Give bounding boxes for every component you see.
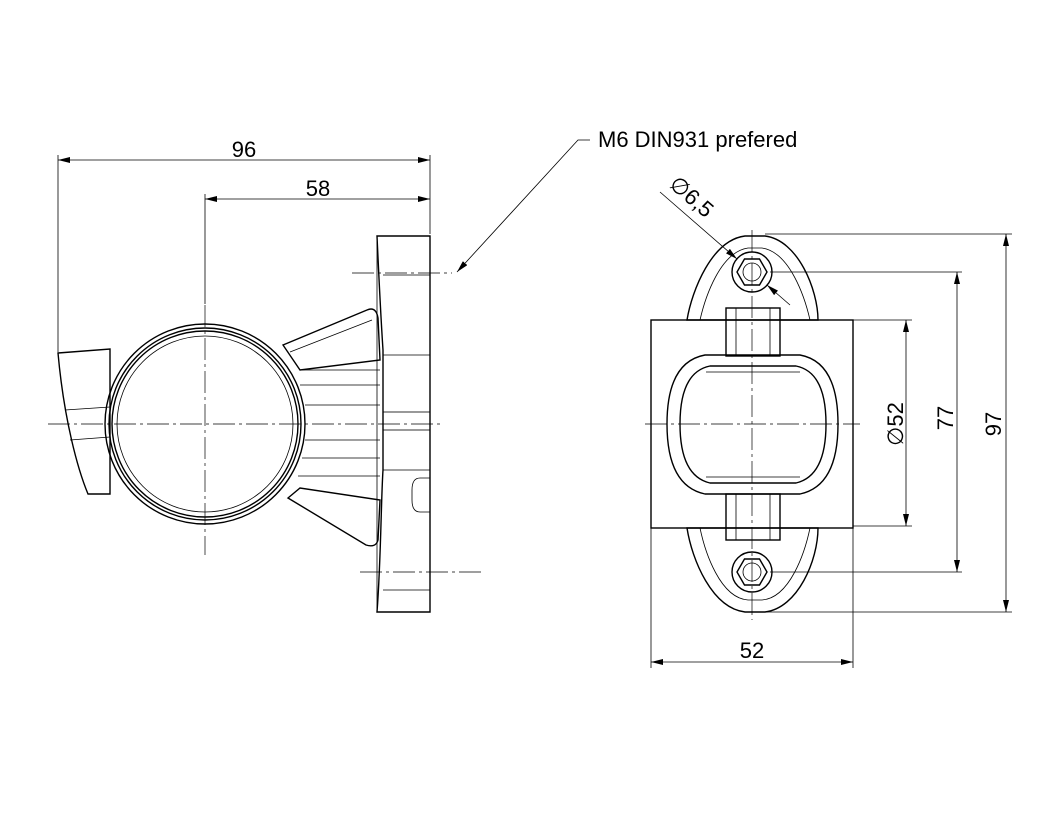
note-bolt-spec: M6 DIN931 prefered xyxy=(598,127,797,152)
side-view xyxy=(48,235,485,613)
lens-protrusion xyxy=(57,348,111,495)
dim-base-width: 52 xyxy=(740,638,764,663)
side-view-dimensions: 96 58 M6 DIN931 prefered xyxy=(57,127,797,352)
bore-outer xyxy=(666,354,839,495)
dim-overall-height: 97 xyxy=(981,412,1006,436)
front-view-dimensions: ∅6,5 ∅52 77 97 52 xyxy=(650,171,1012,668)
arm xyxy=(281,308,381,371)
dim-center-offset: 58 xyxy=(306,176,330,201)
top-lug xyxy=(686,235,819,321)
dim-bore-diameter: ∅52 xyxy=(883,402,908,446)
dim-hole-spacing: 77 xyxy=(933,406,958,430)
dim-overall-width: 96 xyxy=(232,137,256,162)
bottom-nut xyxy=(736,558,768,586)
flange-plate xyxy=(376,235,431,613)
front-view xyxy=(645,230,860,620)
dim-hole-diameter: ∅6,5 xyxy=(665,171,719,223)
bore-inner xyxy=(679,365,827,484)
top-nut xyxy=(736,258,768,286)
